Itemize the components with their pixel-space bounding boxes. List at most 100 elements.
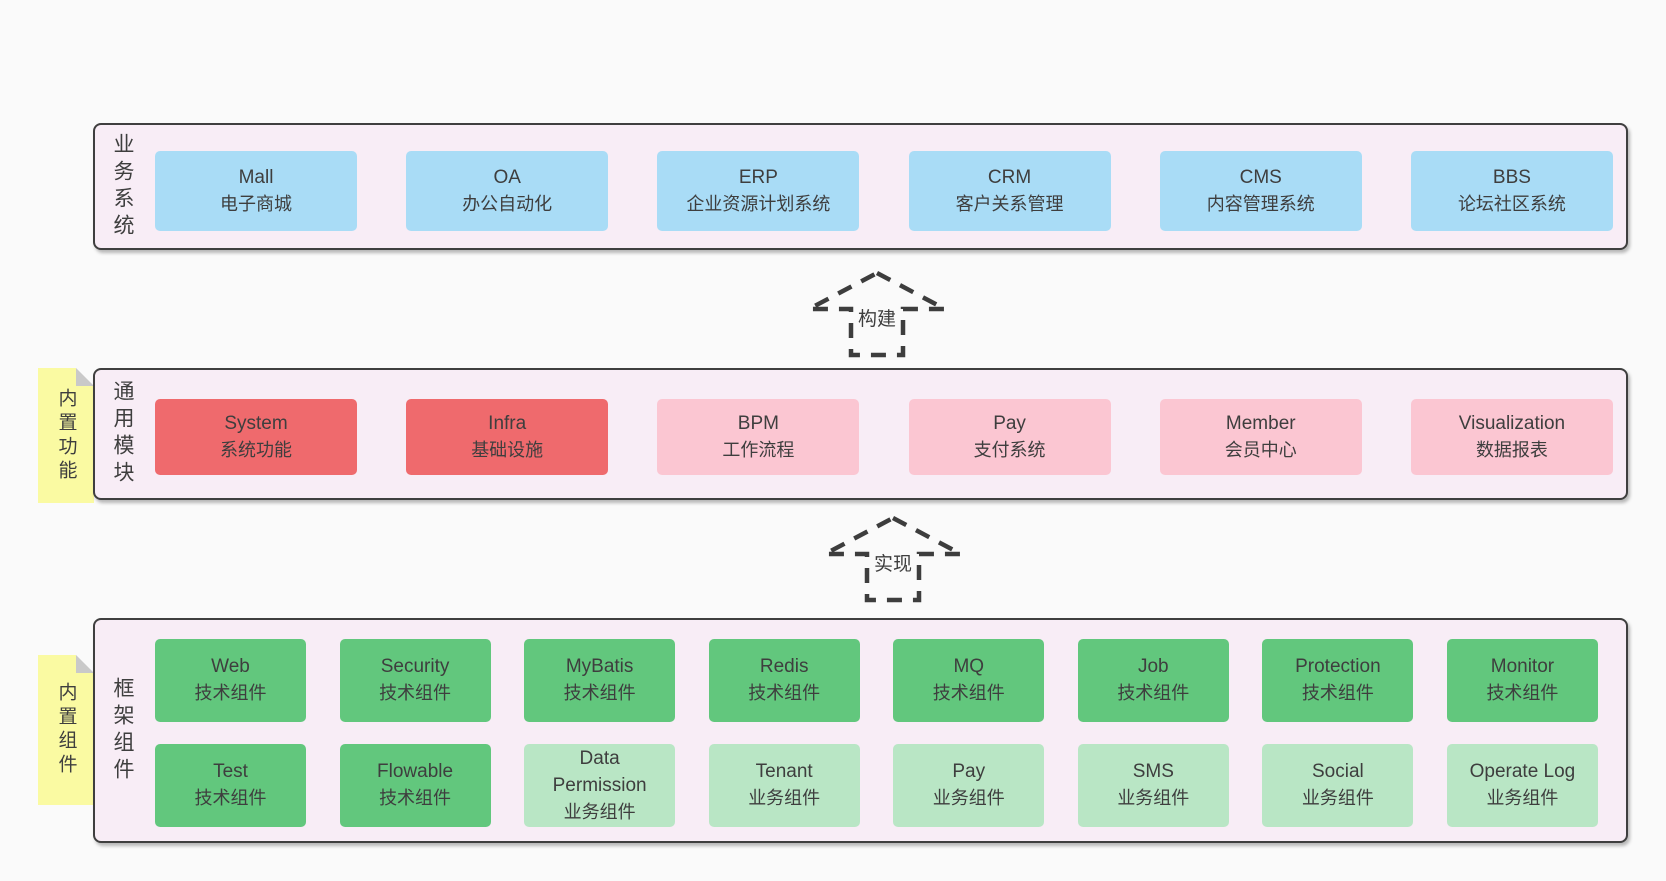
box-flowable-name: Flowable <box>377 761 454 783</box>
box-tenant-sub: 业务组件 <box>748 788 821 809</box>
modules-boxes-row: System 系统功能 Infra 基础设施 BPM 工作流程 Pay 支付系统… <box>155 399 1613 475</box>
box-protection-name: Protection <box>1295 656 1381 678</box>
box-protection-sub: 技术组件 <box>1301 683 1374 704</box>
box-crm-name: CRM <box>987 166 1032 188</box>
box-security-sub: 技术组件 <box>379 683 452 704</box>
box-web-name: Web <box>211 656 250 678</box>
box-bbs-name: BBS <box>1492 166 1531 188</box>
box-infra: Infra 基础设施 <box>406 399 609 475</box>
box-mybatis: MyBatis 技术组件 <box>524 639 676 722</box>
box-social: Social 业务组件 <box>1262 744 1414 827</box>
box-data-permission: Data Permission 业务组件 <box>524 744 676 827</box>
framework-panel-label: 框架组件 <box>111 676 134 785</box>
business-systems-panel: 业务系统 Mall 电子商城 OA 办公自动化 ERP 企业资源计划系统 CRM… <box>93 123 1628 250</box>
box-system-sub: 系统功能 <box>220 439 292 460</box>
box-member-name: Member <box>1225 412 1296 434</box>
box-test-sub: 技术组件 <box>194 788 267 809</box>
build-arrow-label: 构建 <box>853 304 901 331</box>
note-fold-corner <box>76 655 94 673</box>
box-mybatis-name: MyBatis <box>565 656 634 678</box>
box-member-sub: 会员中心 <box>1224 439 1297 460</box>
box-cms-sub: 内容管理系统 <box>1206 193 1315 214</box>
framework-row-1: Web 技术组件 Security 技术组件 MyBatis 技术组件 Redi… <box>155 639 1598 722</box>
box-social-sub: 业务组件 <box>1301 788 1374 809</box>
box-pay-biz: Pay 业务组件 <box>893 744 1045 827</box>
box-bpm: BPM 工作流程 <box>657 399 860 475</box>
box-operate-log: Operate Log 业务组件 <box>1446 744 1598 827</box>
box-mybatis-sub: 技术组件 <box>563 683 636 704</box>
box-sms-name: SMS <box>1132 761 1174 783</box>
box-monitor: Monitor 技术组件 <box>1446 639 1598 722</box>
box-mall-sub: 电子商城 <box>220 193 292 214</box>
box-redis-sub: 技术组件 <box>748 683 821 704</box>
built-in-components-note: 内置组件 <box>38 655 94 805</box>
box-visualization: Visualization 数据报表 <box>1410 399 1613 475</box>
box-redis: Redis 技术组件 <box>708 639 860 722</box>
box-pay-sub: 支付系统 <box>973 439 1046 460</box>
box-mq: MQ 技术组件 <box>893 639 1045 722</box>
box-mall-name: Mall <box>238 166 274 188</box>
box-redis-name: Redis <box>759 656 809 678</box>
box-test: Test 技术组件 <box>155 744 306 827</box>
box-job-name: Job <box>1137 656 1169 678</box>
box-security-name: Security <box>380 656 450 678</box>
box-flowable-sub: 技术组件 <box>379 788 452 809</box>
box-data-permission-name: Data Permission <box>552 747 647 796</box>
box-job: Job 技术组件 <box>1077 639 1229 722</box>
box-system: System 系统功能 <box>155 399 357 475</box>
box-visualization-sub: 数据报表 <box>1475 439 1548 460</box>
box-web-sub: 技术组件 <box>194 683 267 704</box>
framework-row-2: Test 技术组件 Flowable 技术组件 Data Permission … <box>155 744 1598 827</box>
up-arrow-icon <box>823 515 963 603</box>
box-infra-name: Infra <box>488 412 527 434</box>
box-erp-name: ERP <box>738 166 778 188</box>
box-bbs-sub: 论坛社区系统 <box>1457 193 1566 214</box>
box-bpm-sub: 工作流程 <box>722 439 795 460</box>
note-fold-corner <box>76 368 94 386</box>
box-social-name: Social <box>1312 761 1364 783</box>
box-crm: CRM 客户关系管理 <box>908 151 1111 231</box>
box-crm-sub: 客户关系管理 <box>955 193 1064 214</box>
box-mall: Mall 电子商城 <box>155 151 357 231</box>
box-monitor-name: Monitor <box>1490 656 1555 678</box>
box-pay: Pay 支付系统 <box>908 399 1111 475</box>
box-oa: OA 办公自动化 <box>406 151 609 231</box>
modules-panel-label: 通用模块 <box>111 380 134 488</box>
box-flowable: Flowable 技术组件 <box>339 744 491 827</box>
box-sms-sub: 业务组件 <box>1117 788 1190 809</box>
box-security: Security 技术组件 <box>339 639 491 722</box>
business-boxes-row: Mall 电子商城 OA 办公自动化 ERP 企业资源计划系统 CRM 客户关系… <box>155 151 1613 231</box>
box-pay-biz-name: Pay <box>952 761 986 783</box>
build-arrow: 构建 <box>806 270 948 358</box>
box-cms: CMS 内容管理系统 <box>1159 151 1362 231</box>
box-operate-log-name: Operate Log <box>1469 761 1576 783</box>
box-member: Member 会员中心 <box>1159 399 1362 475</box>
built-in-components-label: 内置组件 <box>55 682 77 778</box>
box-data-permission-sub: 业务组件 <box>563 801 636 822</box>
box-protection: Protection 技术组件 <box>1262 639 1414 722</box>
box-pay-biz-sub: 业务组件 <box>932 788 1005 809</box>
box-tenant: Tenant 业务组件 <box>708 744 860 827</box>
box-tenant-name: Tenant <box>755 761 813 783</box>
box-sms: SMS 业务组件 <box>1077 744 1229 827</box>
box-test-name: Test <box>213 761 248 783</box>
box-mq-sub: 技术组件 <box>932 683 1005 704</box>
business-panel-label: 业务系统 <box>111 132 134 241</box>
box-bbs: BBS 论坛社区系统 <box>1410 151 1613 231</box>
box-web: Web 技术组件 <box>155 639 306 722</box>
box-infra-sub: 基础设施 <box>471 439 544 460</box>
box-oa-name: OA <box>493 166 521 188</box>
up-arrow-icon <box>807 270 947 358</box>
box-erp: ERP 企业资源计划系统 <box>657 151 860 231</box>
box-erp-sub: 企业资源计划系统 <box>686 193 831 214</box>
framework-components-panel: 框架组件 Web 技术组件 Security 技术组件 MyBatis 技术组件… <box>93 618 1628 843</box>
box-bpm-name: BPM <box>737 412 779 434</box>
box-mq-name: MQ <box>953 656 985 678</box>
built-in-functions-label: 内置功能 <box>55 387 77 484</box>
box-system-name: System <box>224 412 288 434</box>
box-job-sub: 技术组件 <box>1117 683 1190 704</box>
built-in-functions-note: 内置功能 <box>38 368 94 503</box>
box-operate-log-sub: 业务组件 <box>1486 788 1559 809</box>
box-oa-sub: 办公自动化 <box>462 193 553 214</box>
